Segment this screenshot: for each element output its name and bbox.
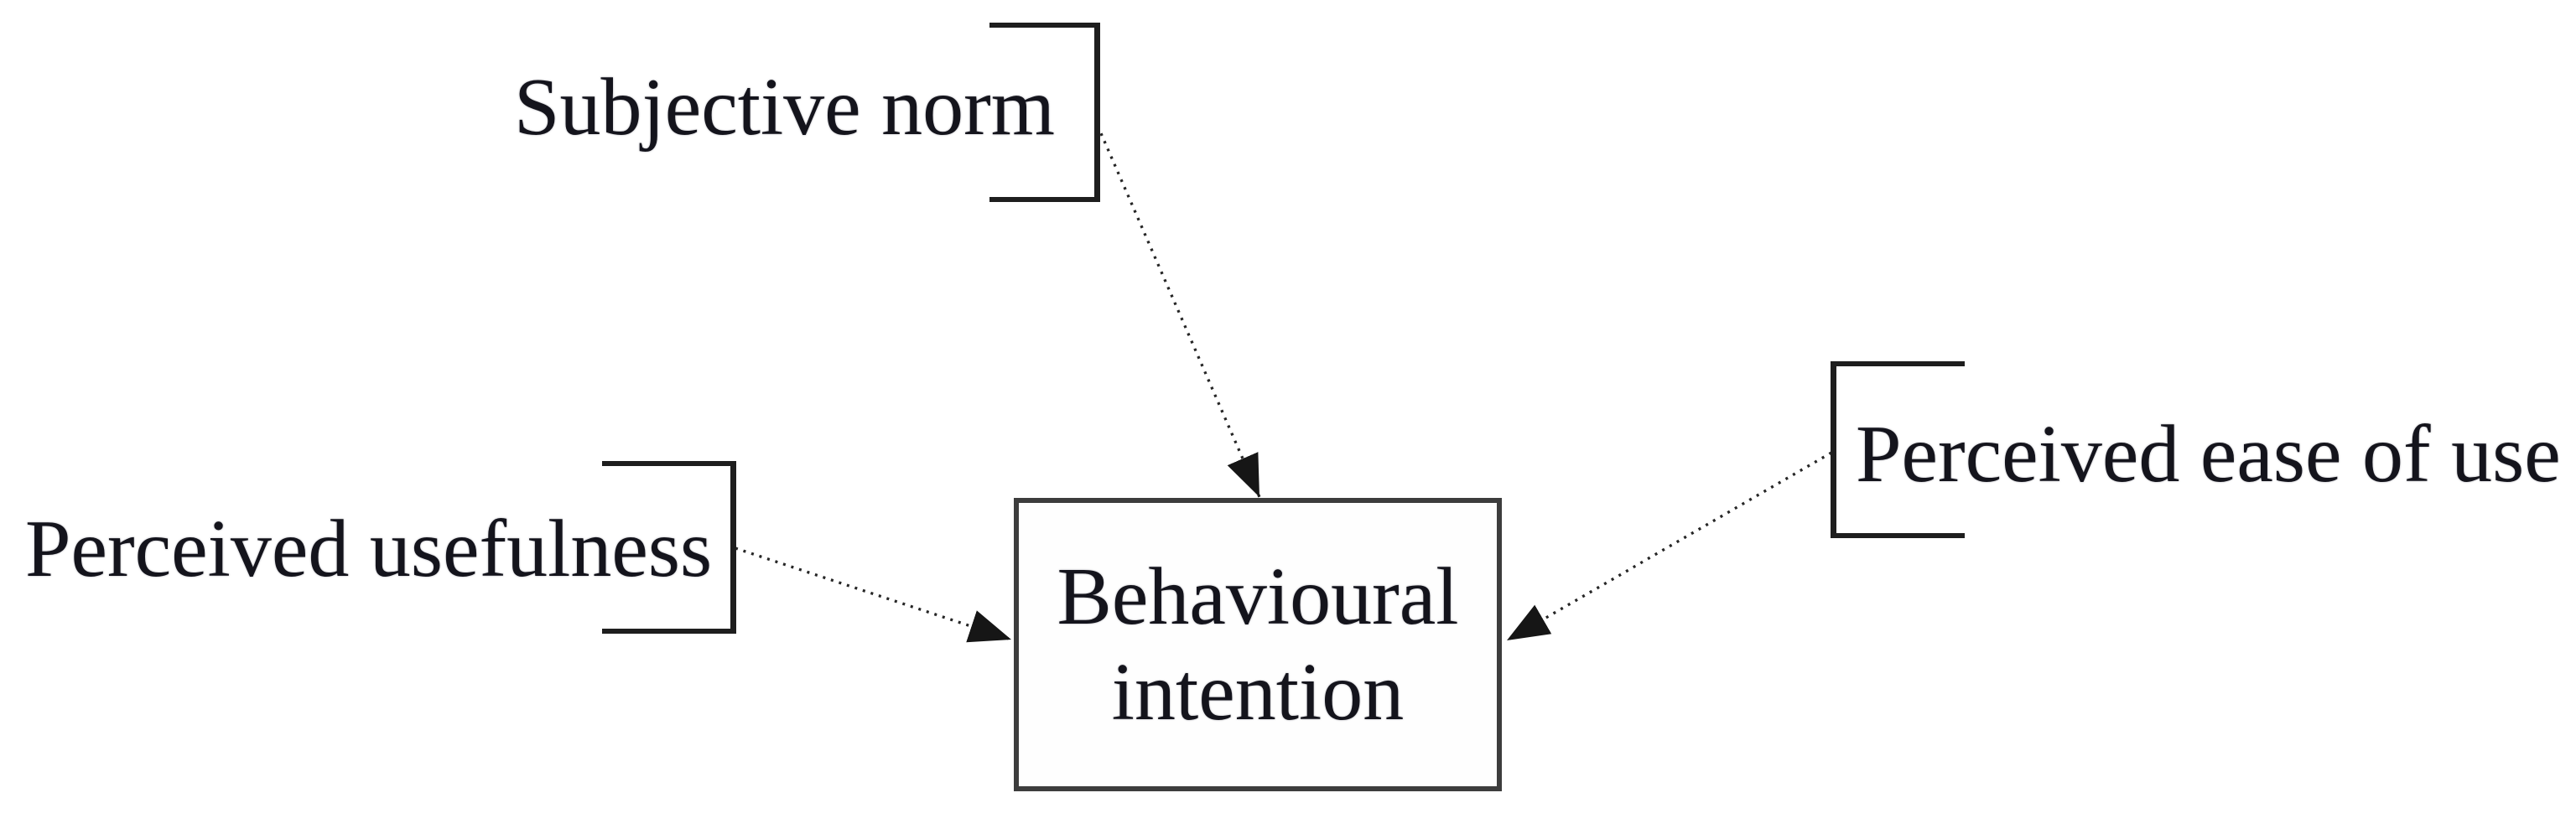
node-label-perceived-ease-of-use: Perceived ease of use <box>1856 409 2561 500</box>
behavioural-intention-label-line1: Behavioural <box>1057 552 1459 642</box>
edge-perceived-usefulness-to-behavioural-intention <box>735 547 1012 643</box>
node-label-subjective-norm: Subjective norm <box>514 62 1056 153</box>
node-box-behavioural-intention: Behavioural intention <box>1014 498 1502 791</box>
edge-subjective-norm-to-behavioural-intention <box>1096 125 1261 498</box>
node-bracket-perceived-ease-of-use <box>1831 361 1965 538</box>
node-bracket-perceived-usefulness <box>602 461 736 634</box>
edge-perceived-ease-of-use-to-behavioural-intention <box>1506 451 1832 642</box>
node-label-perceived-usefulness: Perceived usefulness <box>25 504 713 594</box>
node-bracket-subjective-norm <box>989 23 1100 202</box>
behavioural-intention-label-line2: intention <box>1111 647 1405 738</box>
